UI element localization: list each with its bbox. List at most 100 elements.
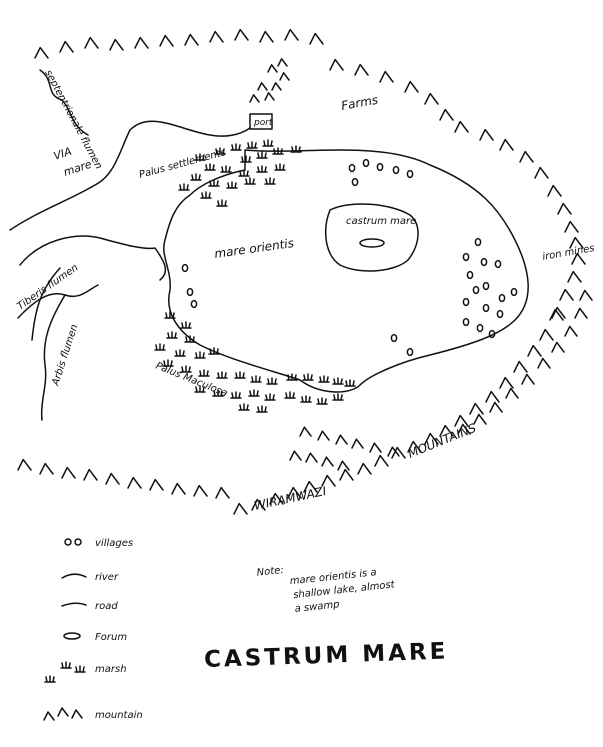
marsh-mark [212,389,224,397]
mountain-mark [567,270,582,283]
marsh-mark [154,343,166,351]
mountain-mark [354,63,369,76]
mountain-mark [279,72,290,81]
river-to-lake [9,120,251,231]
label-tiberis-flumen: Tiberis flumen [15,262,80,312]
mountain-mark [369,442,382,453]
marsh-mark [250,375,262,383]
marsh-mark [238,169,250,177]
village-mark [480,257,488,267]
marsh-mark [230,143,242,151]
mountain-mark [284,28,299,41]
mountain-mark [105,472,120,485]
mountain-mark [171,482,186,495]
mountain-mark [521,373,535,385]
mountain-mark [159,34,174,47]
mountain-mark [83,468,98,481]
village-mark [494,259,502,269]
village-mark [406,169,414,179]
mountain-mark [404,80,419,93]
marsh-mark [262,139,274,147]
village-mark [510,287,518,297]
mountain-mark [329,58,344,71]
village-mark [496,309,504,319]
mare-orientis-lake [163,149,529,393]
mountain-mark [303,480,318,493]
marsh-mark [180,321,192,329]
marsh-mark [300,395,312,403]
label-farms: Farms [340,93,379,113]
legend-road-icon [61,602,87,607]
note: Note: mare orientis is a shallow lake, a… [256,565,396,615]
mountain-mark [269,492,284,505]
mountain-mark [513,360,528,373]
mountain-mark [184,33,199,46]
castrum-mare-island [324,203,419,272]
legend-villages-label: villages [95,538,133,549]
mountain-mark [339,468,354,481]
mountain-mark [84,36,99,49]
legend-forum-label: Forum [95,632,127,643]
marsh-mark [198,369,210,377]
mountain-mark [374,454,389,467]
village-mark [351,177,359,187]
legend-mountain-icon [43,707,83,721]
legend-mountain-mark [43,711,55,721]
village-mark [190,299,198,309]
label-iron-mines: iron mines [542,243,596,263]
mountain-mark [259,30,274,43]
marsh-mark [226,181,238,189]
mountain-mark [457,423,471,435]
arbis-river [40,294,66,421]
mountain-mark [267,64,278,73]
mountain-mark [557,202,572,215]
mountain-mark [109,38,124,51]
mountain-mark [551,306,566,319]
marsh-mark [240,155,252,163]
mountain-mark [569,236,584,249]
village-mark [348,163,356,173]
mountain-mark [519,150,534,163]
mountain-mark [454,414,469,427]
mountain-mark [234,28,249,41]
marsh-mark [190,173,202,181]
label-septentrionale-flumen: septentrionale flumen [42,68,104,171]
mountain-mark [424,92,439,105]
mountain-mark [215,486,230,499]
marsh-mark [174,349,186,357]
rivers [9,69,251,421]
marsh-mark [344,379,356,387]
marsh-mark [178,183,190,191]
legend: villages river road Forum marsh mountain [43,538,143,721]
mountain-mark [233,502,248,515]
marsh-mark [180,365,192,373]
mountain-mark [499,376,514,389]
mountain-mark [17,458,32,471]
marsh-mark [194,351,206,359]
mountain-mark [59,40,74,53]
mountain-mark [527,344,542,357]
mountain-mark [309,32,324,45]
marsh-mark [230,391,242,399]
mountain-mark [317,430,330,441]
village-mark [181,263,189,273]
marsh-mark [204,163,216,171]
village-mark [476,323,484,333]
marsh-mark [284,391,296,399]
marsh-mark [200,191,212,199]
note-line-4: a swamp [294,599,340,615]
village-mark [462,297,470,307]
marsh-mark [256,405,268,413]
marsh-mark [164,311,176,319]
mountain-mark [391,446,406,459]
legend-marsh-icon [44,661,86,683]
label-mare-orientis: mare orientis [213,236,294,261]
mountain-mark [537,357,551,369]
mountain-mark [149,478,164,491]
mountain-mark [424,432,439,445]
mountain-mark [549,308,564,321]
legend-road-label: road [95,601,118,612]
mountain-mark [469,402,484,415]
label-mare-road: mare [62,158,94,179]
